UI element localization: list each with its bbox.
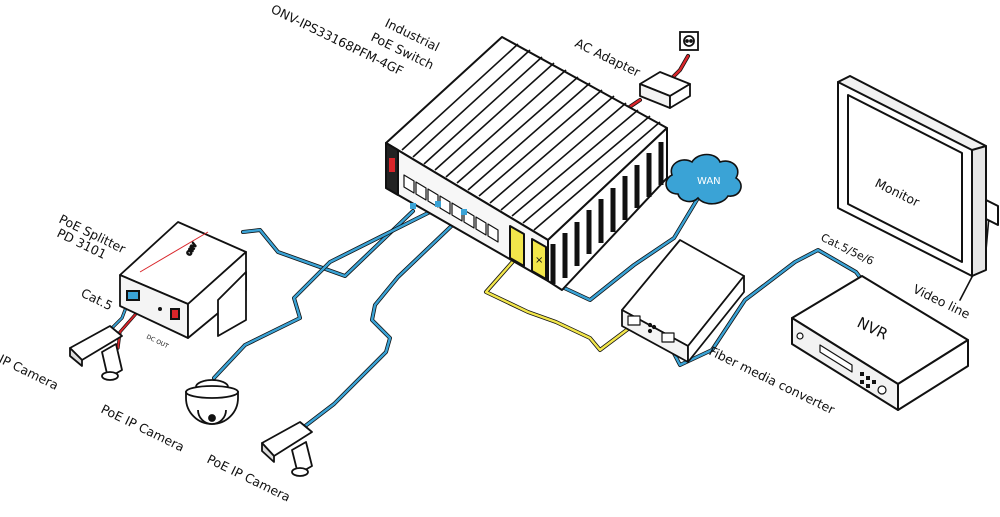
poe-splitter: ONV xyxy=(119,221,247,339)
wan-cloud-icon: WAN xyxy=(665,153,742,205)
sfp-slot-2 xyxy=(531,238,547,280)
port-link-3 xyxy=(461,209,467,215)
cable-switch-to-splitter xyxy=(241,209,415,278)
power-led xyxy=(389,158,395,172)
monitor xyxy=(837,75,999,277)
cable-switch-to-dome-camera xyxy=(212,206,440,380)
cable-converter-to-nvr xyxy=(666,248,864,367)
port-link-2 xyxy=(435,201,441,207)
wall-socket xyxy=(679,31,699,51)
ac-adapter xyxy=(639,71,691,109)
ip-camera-label: IP Camera xyxy=(0,351,61,393)
cable-fiber-to-converter xyxy=(484,256,634,352)
side-fins xyxy=(550,142,664,284)
nvr-buttons xyxy=(860,372,876,388)
wan-label: WAN xyxy=(697,176,721,187)
poe-bullet-camera-label: PoE IP Camera xyxy=(205,451,293,504)
port-5 xyxy=(451,202,463,222)
sfp-slot-1 xyxy=(509,225,525,267)
poe-dome-camera-label: PoE IP Camera xyxy=(99,401,187,454)
poe-dome-camera xyxy=(185,379,239,425)
port-7 xyxy=(475,216,487,236)
port-8 xyxy=(487,223,499,243)
port-link-1 xyxy=(410,203,416,209)
poe-bullet-camera xyxy=(261,421,313,477)
nvr xyxy=(791,275,969,411)
heat-sink-fins xyxy=(401,43,661,231)
port-2 xyxy=(415,181,427,201)
cable-cat5e6-label: Cat.5/5e/6 xyxy=(819,231,876,268)
cat5-label: Cat.5 xyxy=(79,285,115,313)
cable-switch-to-bullet-camera xyxy=(298,212,466,432)
industrial-poe-switch: × xyxy=(385,36,668,291)
cable-power-adapter xyxy=(670,54,690,80)
ac-adapter-label: AC Adapter xyxy=(573,35,644,80)
dc-out-label: DC OUT xyxy=(145,334,169,351)
port-1 xyxy=(403,174,415,194)
sfp-slot-2-mark: × xyxy=(535,255,543,266)
fiber-media-converter xyxy=(621,239,745,363)
ip-camera-left xyxy=(69,325,123,381)
